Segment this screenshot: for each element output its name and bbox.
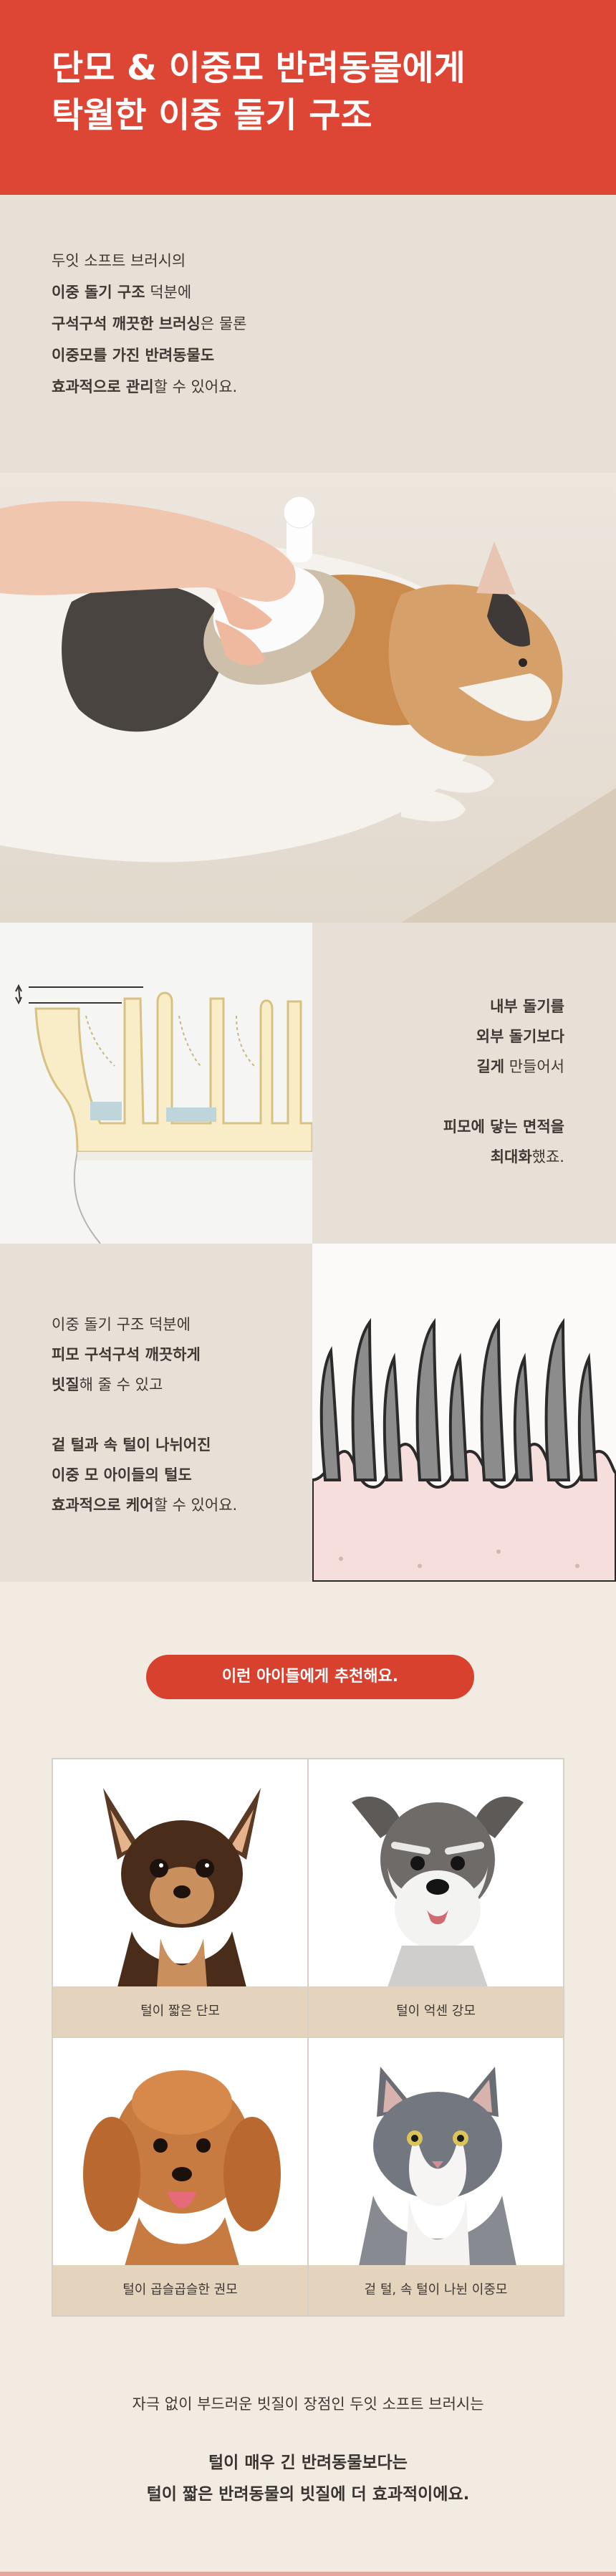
intro-line: 이중 돌기 구조 덕분에 — [52, 284, 192, 301]
brushing-cat-photo — [0, 473, 616, 923]
schnauzer-photo — [309, 1759, 563, 1987]
benefit-line: 효과적으로 케어할 수 있어요. — [52, 1496, 238, 1514]
bristle-line: 외부 돌기보다 — [476, 1028, 564, 1045]
benefit-description: 이중 돌기 구조 덕분에 피모 구석구석 깨끗하게 빗질해 줄 수 있고 겉 털… — [0, 1244, 312, 1582]
recommend-section: 이런 아이들에게 추천해요. 털이 짧은 단모 — [0, 1582, 616, 2576]
bristle-line: 피모에 닿는 면적을 — [443, 1118, 564, 1135]
intro-line: 두잇 소프트 브러시의 — [52, 252, 186, 269]
pet-caption: 털이 짧은 단모 — [53, 1986, 307, 2037]
chihuahua-photo — [53, 1759, 307, 1987]
header-banner: 단모 & 이중모 반려동물에게 탁월한 이중 돌기 구조 — [0, 0, 616, 195]
page-title: 단모 & 이중모 반려동물에게 탁월한 이중 돌기 구조 — [52, 48, 466, 135]
bristle-line: 최대화했죠. — [490, 1148, 564, 1166]
benefit-line: 겉 털과 속 털이 나뉘어진 — [52, 1436, 211, 1453]
brushing-benefit-section: 이중 돌기 구조 덕분에 피모 구석구석 깨끗하게 빗질해 줄 수 있고 겉 털… — [0, 1244, 616, 1582]
intro-line: 효과적으로 관리할 수 있어요. — [52, 378, 238, 395]
pet-caption: 털이 곱슬곱슬한 권모 — [53, 2265, 307, 2315]
recommend-pill: 이런 아이들에게 추천해요. — [146, 1655, 474, 1699]
intro-line: 이중모를 가진 반려동물도 — [52, 347, 215, 364]
benefit-line: 이중 돌기 구조 덕분에 — [52, 1316, 191, 1333]
bristles-on-skin-illustration — [312, 1244, 616, 1582]
bottom-divider — [0, 2572, 616, 2576]
bristle-diagram — [0, 923, 312, 1244]
bristle-text: 내부 돌기를 외부 돌기보다 길게 만들어서 피모에 닿는 면적을 최대화했죠. — [443, 991, 564, 1172]
benefit-text: 이중 돌기 구조 덕분에 피모 구석구석 깨끗하게 빗질해 줄 수 있고 겉 털… — [52, 1309, 237, 1520]
poodle-photo — [53, 2038, 307, 2266]
bristle-line: 길게 만들어서 — [476, 1058, 564, 1075]
double-bristle-section: 내부 돌기를 외부 돌기보다 길게 만들어서 피모에 닿는 면적을 최대화했죠. — [0, 923, 616, 1244]
pet-card-wiry-hair: 털이 억센 강모 — [309, 1759, 563, 2037]
intro-text: 두잇 소프트 브러시의 이중 돌기 구조 덕분에 구석구석 깨끗한 브러싱은 물… — [52, 245, 424, 403]
pet-caption: 털이 억센 강모 — [309, 1986, 563, 2037]
bristle-line: 내부 돌기를 — [490, 998, 564, 1015]
benefit-line: 빗질해 줄 수 있고 — [52, 1376, 163, 1393]
cat-photo — [309, 2038, 563, 2266]
pet-card-short-hair: 털이 짧은 단모 — [53, 1759, 307, 2037]
pet-type-grid: 털이 짧은 단모 털이 억센 강모 — [52, 1758, 564, 2317]
pet-card-double-coat: 겉 털, 속 털이 나뉜 이중모 — [309, 2038, 563, 2315]
intro-line: 구석구석 깨끗한 브러싱은 물론 — [52, 315, 247, 332]
recommend-note-bold: 털이 매우 긴 반려동물보다는 털이 짧은 반려동물의 빗질에 더 효과적이에요… — [146, 2454, 470, 2504]
benefit-line: 이중 모 아이들의 털도 — [52, 1466, 192, 1484]
pet-card-curly-hair: 털이 곱슬곱슬한 권모 — [53, 2038, 307, 2315]
pet-caption: 겉 털, 속 털이 나뉜 이중모 — [309, 2265, 563, 2315]
benefit-line: 피모 구석구석 깨끗하게 — [52, 1346, 201, 1363]
recommend-note: 자극 없이 부드러운 빗질이 장점인 두잇 소프트 브러시는 — [132, 2395, 484, 2413]
intro-section: 두잇 소프트 브러시의 이중 돌기 구조 덕분에 구석구석 깨끗한 브러싱은 물… — [0, 195, 616, 923]
bristle-description: 내부 돌기를 외부 돌기보다 길게 만들어서 피모에 닿는 면적을 최대화했죠. — [312, 923, 616, 1244]
